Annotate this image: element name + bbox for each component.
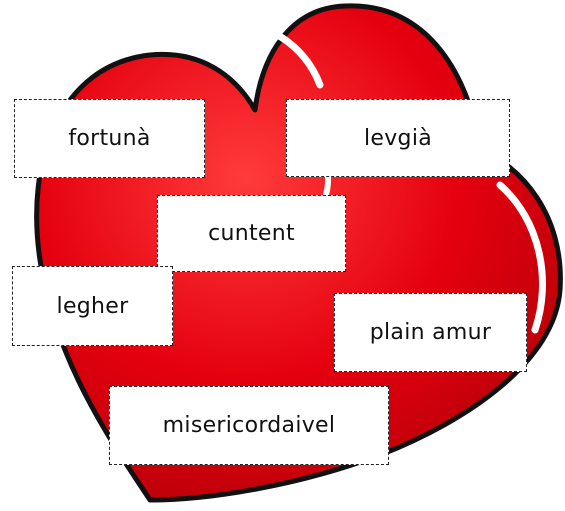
- word-card-fortuna[interactable]: fortunà: [14, 99, 205, 178]
- word-card-misericordaivel[interactable]: misericordaivel: [109, 386, 389, 465]
- word-card-cuntent[interactable]: cuntent: [157, 195, 346, 272]
- word-card-label: fortunà: [68, 126, 151, 151]
- word-card-label: levgià: [363, 125, 433, 151]
- word-card-plain-amur[interactable]: plain amur: [334, 293, 527, 372]
- word-card-label: cuntent: [208, 221, 295, 246]
- word-card-label: misericordaivel: [162, 413, 336, 438]
- word-card-legher[interactable]: legher: [12, 266, 173, 346]
- heart-highlight-right: [496, 181, 546, 334]
- heart-highlight-top: [218, 20, 324, 89]
- word-card-label: plain amur: [369, 320, 492, 345]
- word-card-label: legher: [56, 293, 129, 319]
- word-card-levgia[interactable]: levgià: [286, 99, 510, 177]
